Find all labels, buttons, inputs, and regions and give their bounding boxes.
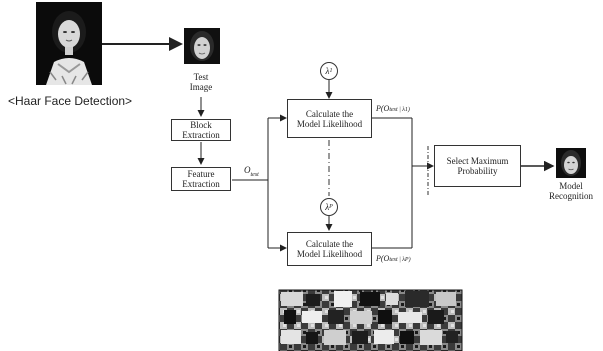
model-likelihood-bottom-box: Calculate the Model Likelihood (287, 232, 372, 266)
face-icon (184, 28, 220, 64)
test-image-thumbnail (184, 28, 220, 64)
model-likelihood-bottom-line1: Calculate the (297, 239, 362, 249)
feature-extraction-box: Feature Extraction (171, 167, 231, 191)
probability-bottom-rest: test | λP) (389, 257, 410, 263)
model-recognition-label: Model Recognition (540, 181, 602, 201)
block-extraction-box: Block Extraction (171, 119, 231, 141)
test-image-label-line1: Test (176, 72, 226, 82)
model-likelihood-top-line2: Model Likelihood (297, 119, 362, 129)
test-image-label-line2: Image (176, 82, 226, 92)
observation-label: Otest (244, 165, 268, 180)
woman-portrait-icon (36, 2, 102, 85)
recognized-face-thumbnail (556, 148, 586, 178)
lambda-p-subscript: P (329, 204, 333, 210)
probability-top-head: P(O (376, 104, 389, 113)
model-likelihood-top-box: Calculate the Model Likelihood (287, 99, 372, 138)
feature-extraction-line2: Extraction (182, 179, 220, 189)
model-likelihood-top-line1: Calculate the (297, 109, 362, 119)
block-extraction-line2: Extraction (182, 130, 220, 140)
haar-caption: <Haar Face Detection> (8, 94, 170, 108)
model-likelihood-bottom-line2: Model Likelihood (297, 249, 362, 259)
feature-extraction-line1: Feature (182, 169, 220, 179)
select-maximum-line2: Probability (447, 166, 509, 176)
lambda-1-subscript: 1 (329, 68, 332, 74)
select-maximum-line1: Select Maximum (447, 156, 509, 166)
block-extraction-line1: Block (182, 120, 220, 130)
model-recognition-line2: Recognition (540, 191, 602, 201)
probability-bottom-head: P(O (376, 254, 389, 263)
haar-feature-grid (279, 290, 462, 351)
face-detection-photo (36, 2, 102, 85)
probability-top-rest: test | λ1) (389, 107, 410, 113)
probability-top-label: P(Otest | λ1) (376, 104, 436, 115)
test-image-label: Test Image (176, 72, 226, 92)
select-maximum-box: Select Maximum Probability (434, 145, 521, 187)
observation-subscript: test (251, 172, 259, 178)
recognized-face-icon (556, 148, 586, 178)
model-recognition-line1: Model (540, 181, 602, 191)
probability-bottom-label: P(Otest | λP) (376, 254, 440, 265)
